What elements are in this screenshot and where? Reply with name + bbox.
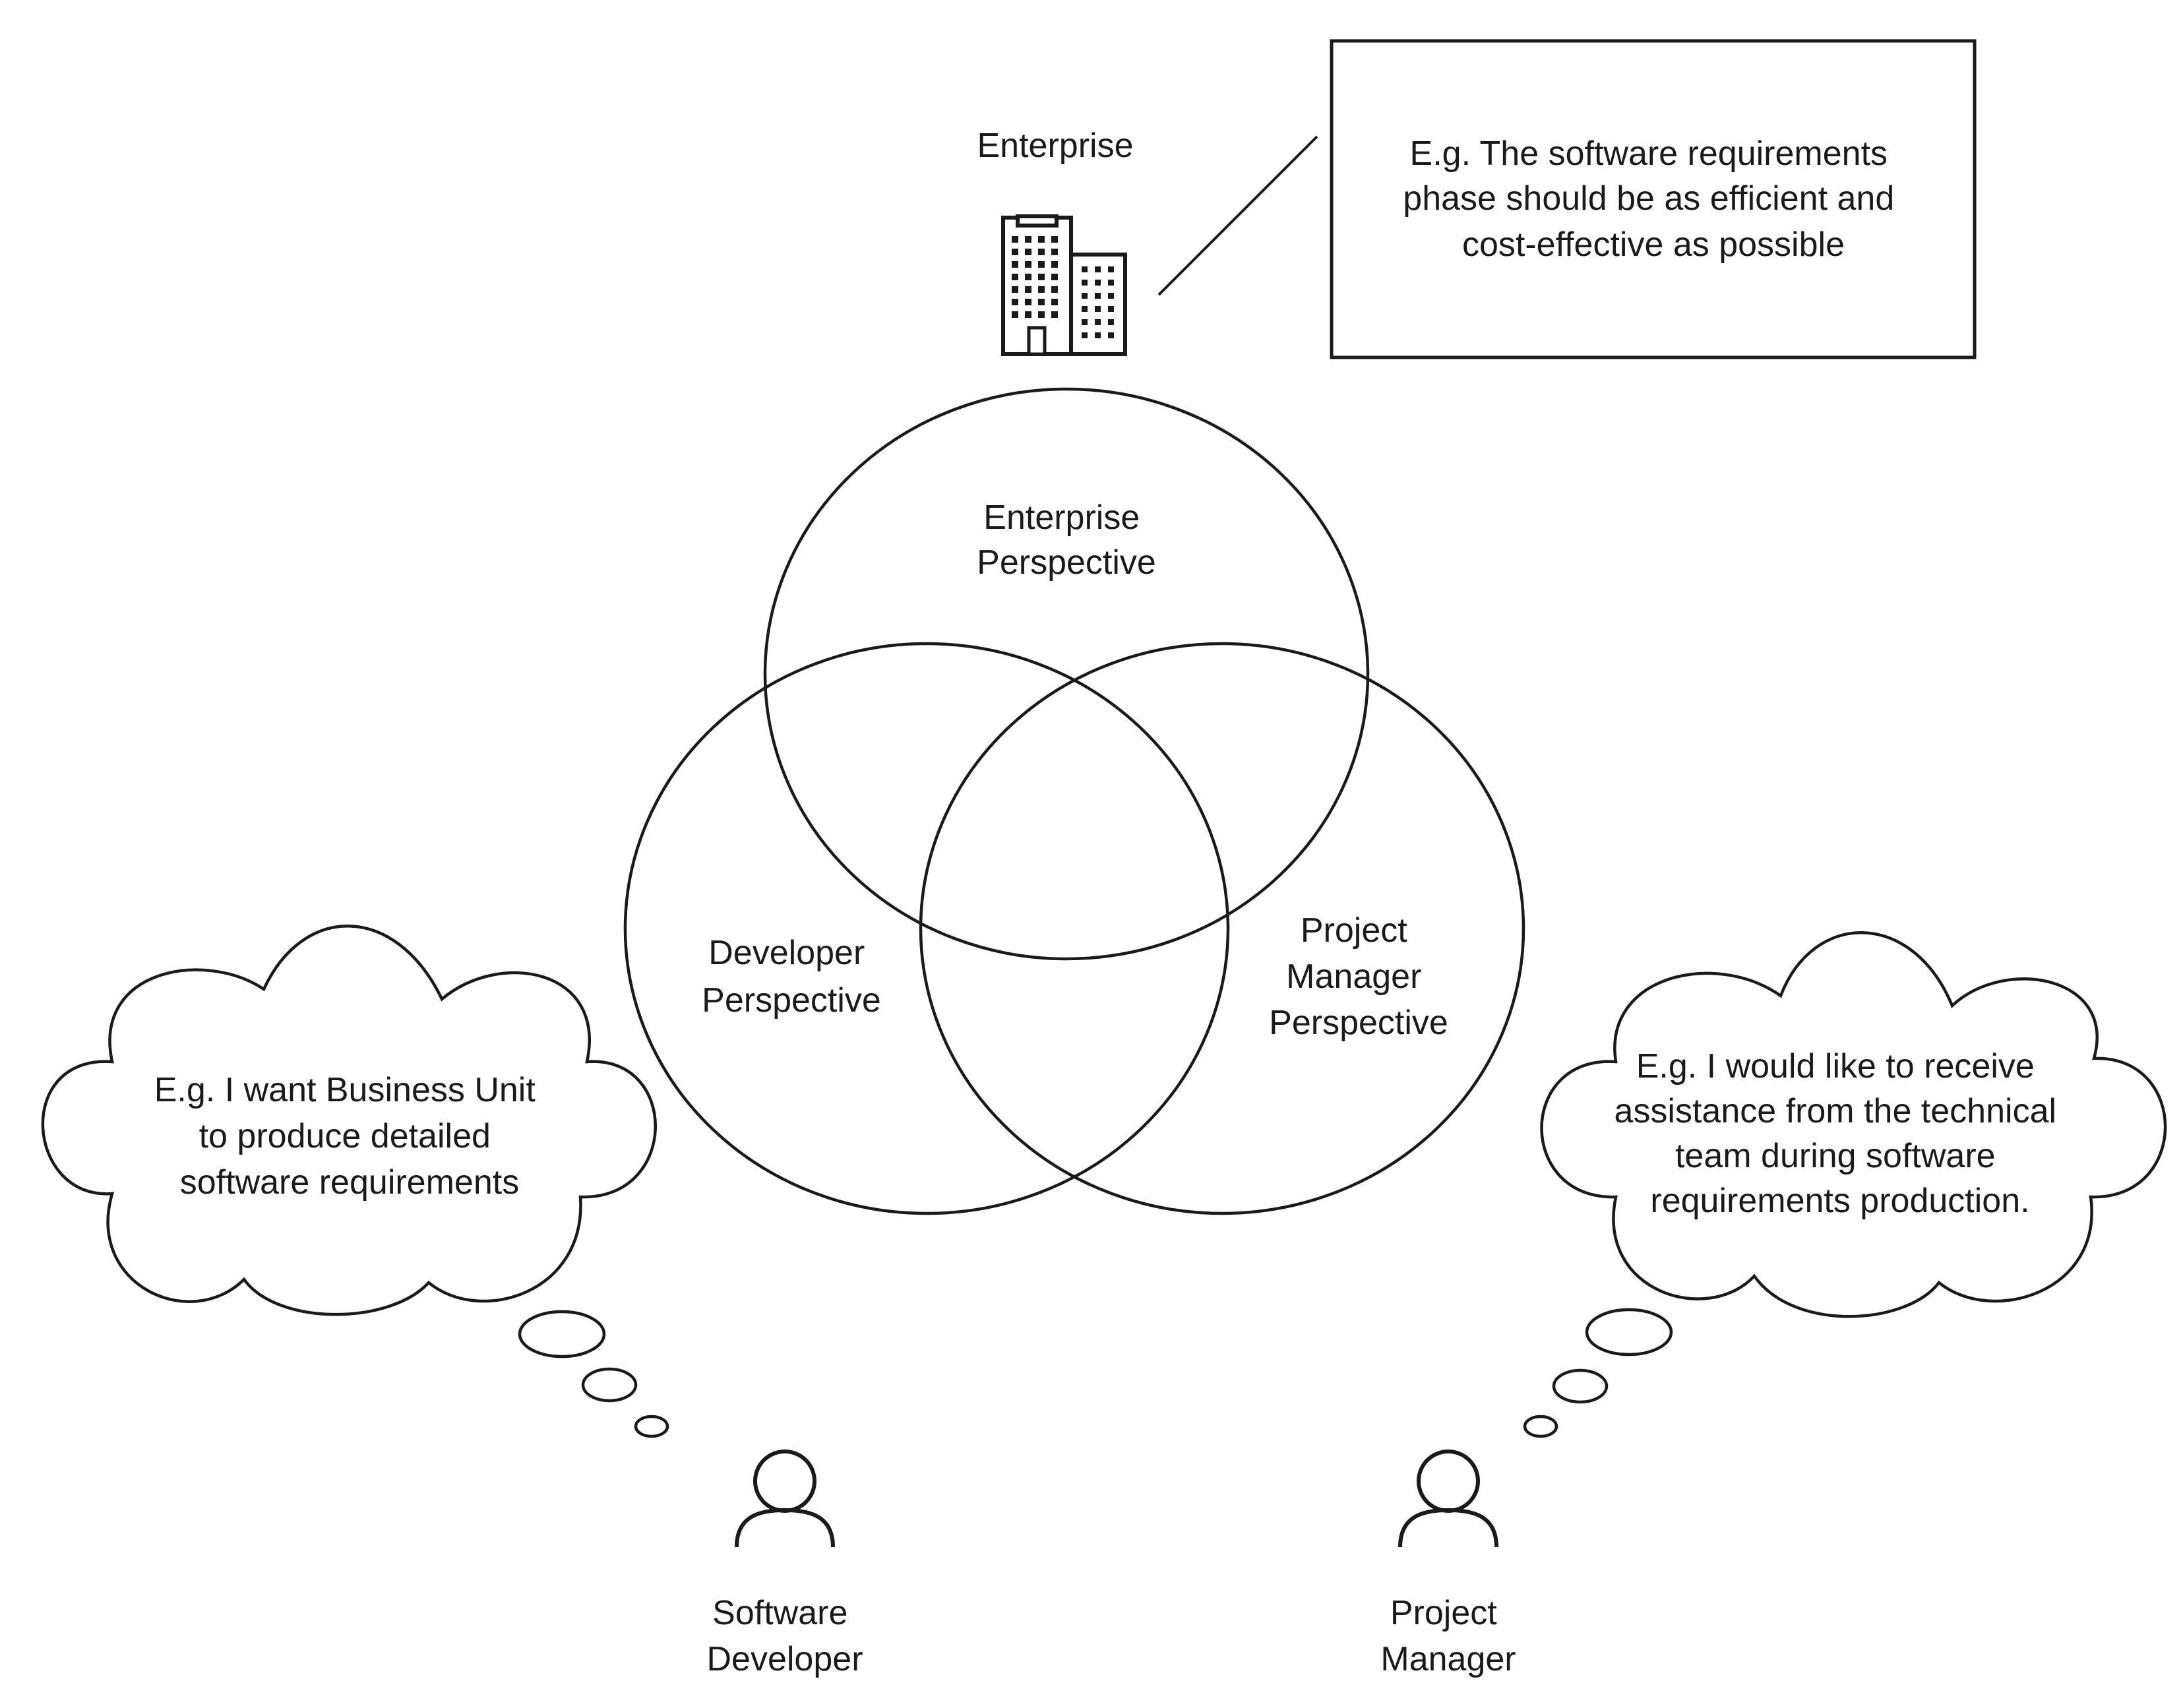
- user-icon: [1398, 1449, 1498, 1548]
- thought-bubble-large: [518, 1310, 606, 1358]
- developer-perspective-label: Developer Perspective: [702, 934, 881, 1020]
- project-manager-thought-cloud: E.g. I would like to receive assistance …: [1523, 931, 2167, 1438]
- thought-bubble-small: [634, 1415, 669, 1438]
- building-icon: [1001, 214, 1127, 356]
- project-manager-label: Project Manager: [1380, 1594, 1516, 1678]
- enterprise-label: Enterprise: [977, 127, 1134, 165]
- project-manager-perspective-label: Project Manager Perspective: [1269, 911, 1448, 1042]
- thought-bubble-large: [1585, 1308, 1673, 1357]
- thought-bubble-medium: [581, 1367, 638, 1403]
- developer-thought-text: E.g. I want Business Unit to produce det…: [154, 1071, 545, 1202]
- note-connector-line: [1157, 135, 1318, 296]
- enterprise-perspective-label: Enterprise Perspective: [977, 499, 1156, 582]
- enterprise-note-text: E.g. The software requirements phase sho…: [1403, 135, 1903, 264]
- developer-thought-cloud: E.g. I want Business Unit to produce det…: [41, 925, 669, 1438]
- software-developer-label: Software Developer: [706, 1594, 863, 1678]
- enterprise-note-box: [1330, 39, 1977, 359]
- enterprise-perspective-circle: [763, 387, 1370, 961]
- project-manager-thought-text: E.g. I would like to receive assistance …: [1614, 1047, 2066, 1220]
- project-manager-perspective-circle: [919, 642, 1525, 1215]
- developer-perspective-circle: [623, 642, 1230, 1215]
- thought-bubble-small: [1523, 1415, 1558, 1438]
- user-icon: [735, 1449, 835, 1548]
- thought-bubble-medium: [1552, 1368, 1609, 1404]
